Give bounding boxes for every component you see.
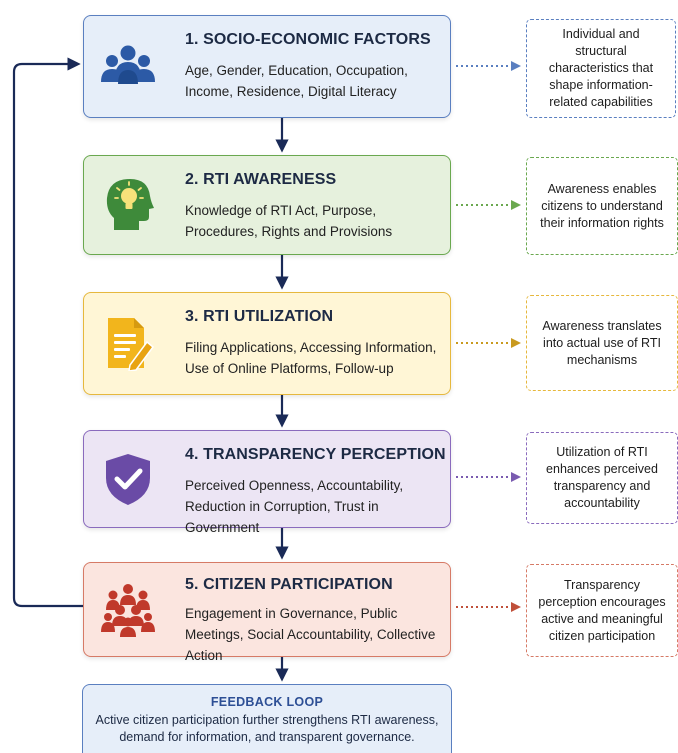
note-citizen-participation: Transparency perception encourages activ… xyxy=(526,564,678,657)
step-box-rti-utilization: 3. RTI UTILIZATION Filing Applications, … xyxy=(83,292,451,395)
feedback-body: Active citizen participation further str… xyxy=(95,713,439,744)
document-pencil-icon xyxy=(108,318,155,371)
step-title: 2. RTI AWARENESS xyxy=(185,171,337,188)
step-description: Filing Applications, Accessing Informati… xyxy=(185,340,437,376)
step-title: 3. RTI UTILIZATION xyxy=(185,308,334,325)
step-box-rti-awareness: 2. RTI AWARENESS Knowledge of RTI Act, P… xyxy=(83,155,451,255)
note-transparency-perception: Utilization of RTI enhances perceived tr… xyxy=(526,432,678,524)
feedback-loop-arrow xyxy=(12,57,83,608)
step-description: Age, Gender, Education, Occupation, Inco… xyxy=(185,63,408,99)
people-group-icon xyxy=(101,45,155,84)
step-title: 1. SOCIO-ECONOMIC FACTORS xyxy=(185,31,431,48)
step-box-transparency-perception: 4. TRANSPARENCY PERCEPTION Perceived Ope… xyxy=(83,430,451,535)
feedback-loop-box: FEEDBACK LOOP Active citizen participati… xyxy=(82,684,452,753)
feedback-title: FEEDBACK LOOP xyxy=(210,695,324,709)
step-box-socio-economic: 1. SOCIO-ECONOMIC FACTORS Age, Gender, E… xyxy=(83,15,451,118)
shield-check-icon xyxy=(106,454,150,505)
step-description: Knowledge of RTI Act, Purpose, Procedure… xyxy=(185,203,393,239)
crowd-icon xyxy=(101,584,155,637)
note-rti-awareness: Awareness enables citizens to understand… xyxy=(526,157,678,255)
step-description: Perceived Openness, Accountability, Redu… xyxy=(185,478,404,535)
step-title: 4. TRANSPARENCY PERCEPTION xyxy=(185,446,446,463)
head-lightbulb-icon xyxy=(106,179,154,230)
step-title: 5. CITIZEN PARTICIPATION xyxy=(185,576,393,593)
note-socio-economic: Individual and structural characteristic… xyxy=(526,19,676,118)
step-box-citizen-participation: 5. CITIZEN PARTICIPATION Engagement in G… xyxy=(83,562,451,663)
step-description: Engagement in Governance, Public Meeting… xyxy=(185,606,436,663)
note-rti-utilization: Awareness translates into actual use of … xyxy=(526,295,678,391)
